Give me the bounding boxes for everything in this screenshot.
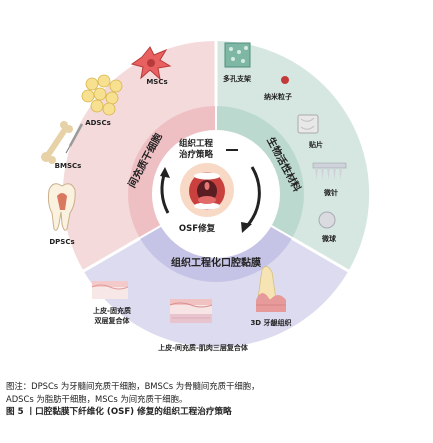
center-top-label-2: 治疗策略 — [179, 149, 214, 160]
center-bottom-label: OSF修复 — [179, 223, 216, 234]
strategy-diagram: 间充质干细胞 生物活性材料 组织工程化口腔黏膜 组织工程 治疗策略 OSF修复 — [41, 40, 370, 352]
bilayer-label-2: 双层复合体 — [95, 316, 131, 325]
bilayer-composite-icon — [91, 281, 129, 299]
dpscs-tooth-icon — [47, 183, 76, 231]
adscs-label: ADSCs — [85, 119, 111, 127]
bottom-sector-title: 组织工程化口腔黏膜 — [171, 256, 261, 269]
nanoparticle-icon — [281, 76, 289, 84]
left-items: MSCs ADSCs BMSCs DPSC — [41, 46, 172, 246]
microneedle-icon — [312, 162, 347, 180]
bilayer-label-1: 上皮-固充质 — [93, 306, 131, 315]
right-items: 多孔支架 纳米粒子 贴片 微针 微球 — [223, 42, 347, 243]
bmscs-bone-icon — [41, 121, 84, 164]
figure-title: 图 5 丨口腔黏膜下纤维化 (OSF) 修复的组织工程治疗策略 — [6, 407, 232, 417]
microsphere-icon — [318, 211, 336, 229]
nanoparticle-label: 纳米粒子 — [264, 92, 292, 101]
caption-note-line-2: ADSCs 为脂肪干细胞，MSCs 为间充质干细胞。 — [6, 394, 188, 404]
patch-icon — [297, 114, 319, 134]
cycle-arrow-right — [245, 166, 261, 227]
adscs-cell-icon — [81, 74, 123, 116]
trilayer-composite-icon — [169, 299, 213, 323]
center-hub: 组织工程 治疗策略 OSF修复 — [160, 138, 261, 234]
figure-caption: 图注：DPSCs 为牙髓间充质干细胞，BMSCs 为骨髓间充质干细胞， ADSC… — [6, 380, 428, 419]
bmscs-label: BMSCs — [55, 162, 82, 170]
arrowhead-left — [160, 167, 170, 178]
arrowhead-right — [241, 222, 252, 233]
bottom-items: 上皮-固充质 双层复合体 上皮-间充质-肌肉三层复合体 3D 牙龈组织 — [91, 266, 292, 352]
gingiva-3d-label: 3D 牙龈组织 — [250, 318, 291, 327]
mscs-cell-icon — [130, 46, 172, 81]
gingiva-3d-icon — [256, 266, 286, 312]
microsphere-label: 微球 — [321, 234, 337, 243]
trilayer-label: 上皮-间充质-肌肉三层复合体 — [158, 343, 249, 352]
center-top-label-1: 组织工程 — [179, 138, 214, 149]
porous-scaffold-icon — [224, 42, 251, 68]
dpscs-label: DPSCs — [49, 238, 74, 246]
microneedle-label: 微针 — [323, 188, 338, 197]
caption-note-line-1: 图注：DPSCs 为牙髓间充质干细胞，BMSCs 为骨髓间充质干细胞， — [6, 381, 260, 391]
mscs-label: MSCs — [146, 78, 167, 86]
open-mouth-illustration — [180, 163, 234, 217]
scaffold-label: 多孔支架 — [223, 74, 251, 83]
patch-label: 贴片 — [308, 140, 323, 149]
